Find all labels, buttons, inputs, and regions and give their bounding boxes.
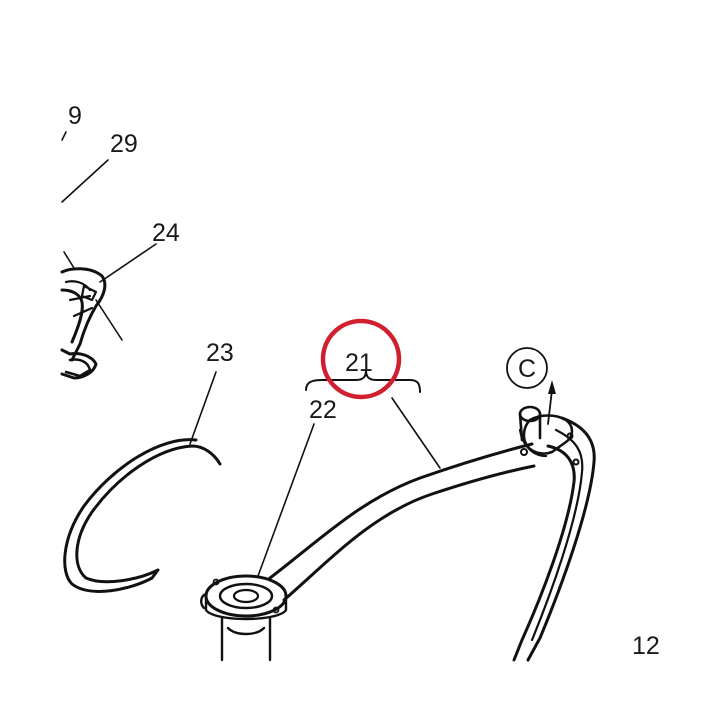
left-partial-assembly (60, 131, 157, 380)
highlight-ring (320, 318, 402, 400)
view-marker-label: C (518, 355, 536, 383)
arrow-head-c (548, 380, 556, 394)
callout-label-22: 22 (309, 396, 337, 424)
leader-line-24 (99, 243, 157, 283)
leader-line-9 (61, 131, 67, 141)
callout-label-29: 29 (110, 130, 138, 158)
arrow-line-c (547, 389, 553, 425)
leader-line-22 (257, 423, 315, 577)
part-23-c-bar (63, 371, 222, 593)
callout-label-24: 24 (152, 219, 180, 247)
leader-line-23 (189, 371, 217, 445)
leader-line-24-lower (95, 299, 123, 341)
part-22-pivot-mount (200, 574, 288, 662)
main-tube-frame (268, 380, 596, 662)
leader-line-29 (61, 159, 109, 203)
leader-line-29-lower (63, 251, 75, 269)
leader-line-21 (391, 397, 441, 469)
callout-label-23: 23 (206, 339, 234, 367)
callout-label-12: 12 (632, 632, 660, 660)
callout-label-9: 9 (68, 102, 82, 130)
view-marker-circle (506, 347, 548, 389)
callout-label-21: 21 (345, 349, 373, 377)
bracket-21 (257, 369, 441, 577)
